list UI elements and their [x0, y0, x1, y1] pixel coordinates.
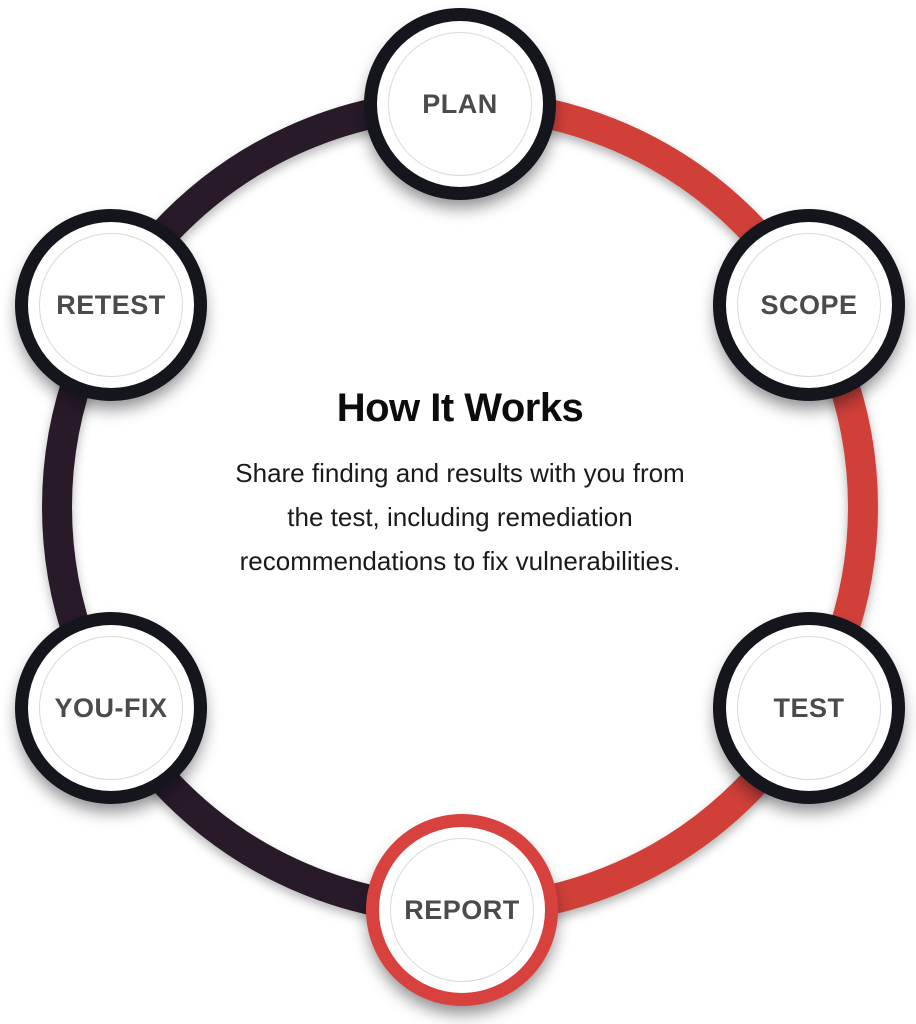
node-you-fix: YOU-FIX: [15, 612, 207, 804]
node-inner-ring: [39, 233, 183, 377]
node-inner-ring: [737, 636, 881, 780]
node-label: TEST: [773, 692, 845, 723]
node-label: YOU-FIX: [54, 692, 168, 723]
node-label: RETEST: [56, 289, 166, 320]
node-label: REPORT: [404, 894, 520, 925]
node-inner-ring: [737, 233, 881, 377]
node-inner-ring: [390, 838, 534, 982]
center-text-block: How It Works Share finding and results w…: [140, 386, 780, 583]
node-scope: SCOPE: [713, 209, 905, 401]
node-plan: PLAN: [364, 8, 556, 200]
diagram-description: Share finding and results with you from …: [235, 458, 685, 576]
node-test: TEST: [713, 612, 905, 804]
diagram-title: How It Works: [336, 386, 584, 430]
node-inner-ring: [39, 636, 183, 780]
node-report: REPORT: [366, 814, 558, 1006]
arc-dark-segment: [42, 89, 461, 925]
node-inner-ring: [388, 32, 532, 176]
arc-red-segment: [459, 89, 878, 925]
node-retest: RETEST: [15, 209, 207, 401]
node-label: SCOPE: [760, 289, 858, 320]
node-label: PLAN: [422, 88, 498, 119]
